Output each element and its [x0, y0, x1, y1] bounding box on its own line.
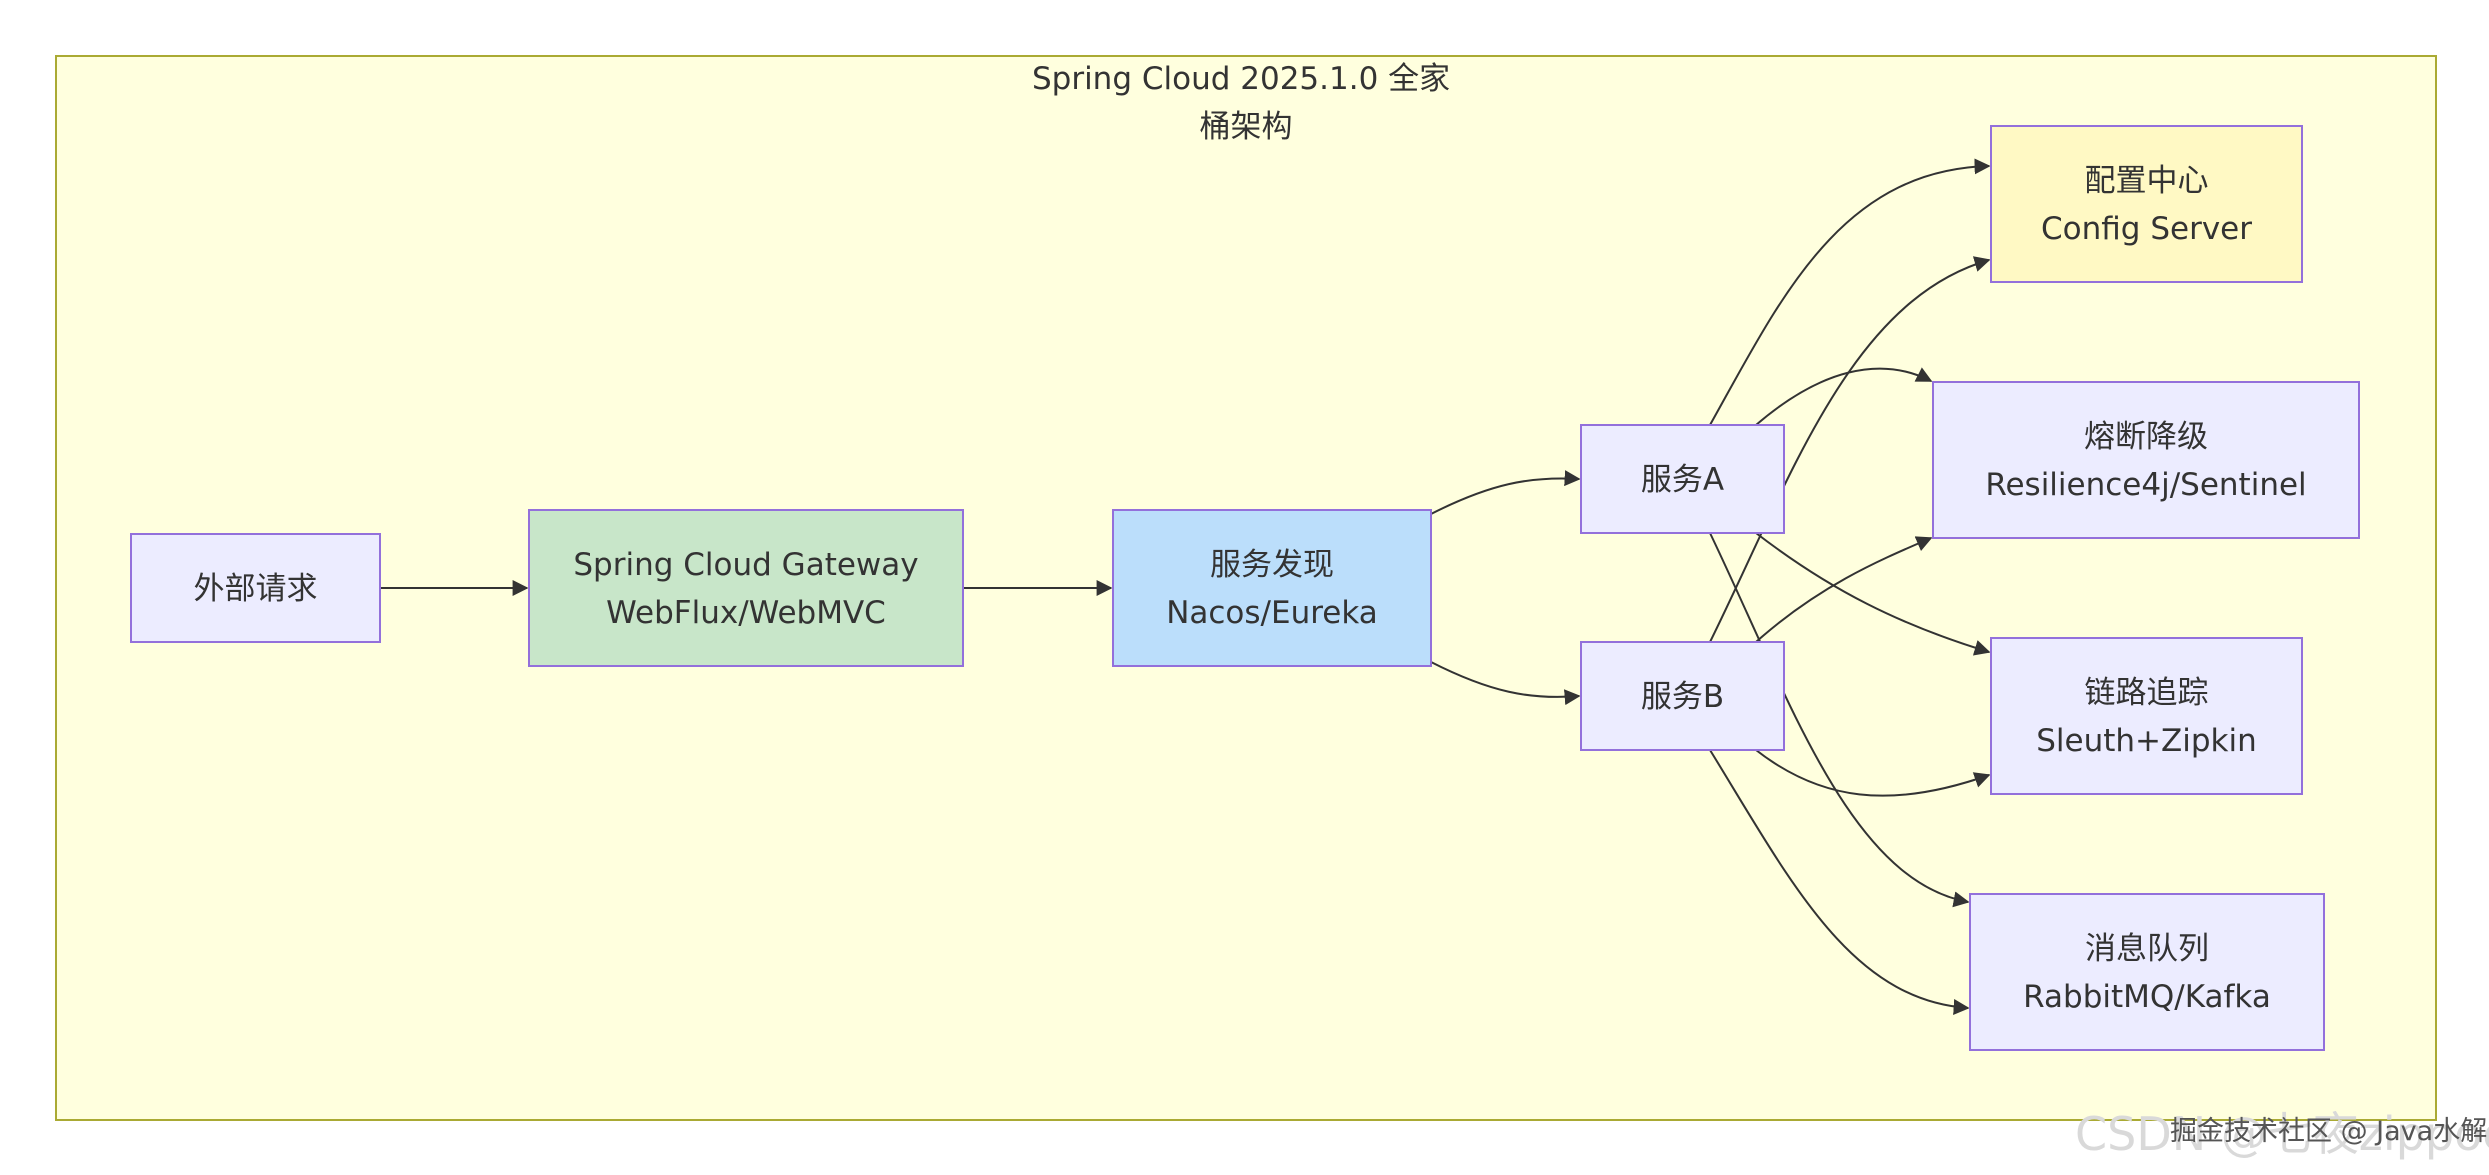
node-discovery-label-1: 服务发现	[1210, 547, 1334, 583]
node-svcB-label-1: 服务B	[1641, 679, 1724, 715]
diagram-title-line-1: Spring Cloud 2025.1.0 全家	[1032, 61, 1450, 97]
node-discovery-box	[1112, 509, 1432, 667]
node-resil-box	[1932, 381, 2360, 539]
edge-svcB-to-config	[1709, 256, 1991, 643]
edge-svcA-to-config	[1709, 158, 1991, 426]
node-svcA: 服务A	[1580, 424, 1785, 534]
node-gateway-box	[528, 509, 964, 667]
node-mq-label-1: 消息队列	[2085, 931, 2209, 967]
node-config-label-2: Config Server	[2041, 211, 2252, 247]
node-svcA-box	[1580, 424, 1785, 534]
node-trace-label-2: Sleuth+Zipkin	[2036, 723, 2257, 759]
node-config: 配置中心 Config Server	[1990, 125, 2303, 283]
edge-svcA-to-mq	[1709, 532, 1970, 908]
edge-svcB-to-mq	[1709, 749, 1970, 1015]
node-resil-label-2: Resilience4j/Sentinel	[1985, 467, 2306, 503]
edge-discovery-to-svcB	[1430, 661, 1581, 706]
diagram-title: Spring Cloud 2025.1.0 全家 桶架构	[1032, 61, 1460, 145]
node-gateway-label-2: WebFlux/WebMVC	[606, 595, 886, 631]
edge-svcB-to-resil	[1755, 536, 1933, 643]
diagram-title-line-2: 桶架构	[1200, 109, 1293, 145]
node-resil-label-1: 熔断降级	[2084, 419, 2208, 455]
watermark-back: CSDN @七夜zippoe	[2075, 1107, 2489, 1161]
node-mq-box	[1969, 893, 2325, 1051]
edge-svcB-to-trace	[1755, 749, 1991, 797]
node-mq-label-2: RabbitMQ/Kafka	[2023, 979, 2271, 1015]
node-discovery: 服务发现 Nacos/Eureka	[1112, 509, 1432, 667]
node-gateway-label-1: Spring Cloud Gateway	[573, 547, 918, 583]
node-trace-box	[1990, 637, 2303, 795]
node-svcB-box	[1580, 641, 1785, 751]
node-trace: 链路追踪 Sleuth+Zipkin	[1990, 637, 2303, 795]
node-svcA-label-1: 服务A	[1641, 462, 1724, 498]
node-client: 外部请求	[130, 533, 381, 643]
node-config-label-1: 配置中心	[2085, 163, 2209, 199]
edge-svcA-to-trace	[1755, 532, 1991, 656]
edges-layer	[380, 158, 1991, 1015]
watermark-front: 掘金技术社区 @ Java水解	[2170, 1116, 2487, 1147]
node-svcB: 服务B	[1580, 641, 1785, 751]
node-discovery-label-2: Nacos/Eureka	[1166, 595, 1378, 631]
node-mq: 消息队列 RabbitMQ/Kafka	[1969, 893, 2325, 1051]
node-client-box	[130, 533, 381, 643]
edge-discovery-to-svcA	[1430, 470, 1581, 515]
node-config-box	[1990, 125, 2303, 283]
node-trace-label-1: 链路追踪	[2085, 675, 2209, 711]
node-resil: 熔断降级 Resilience4j/Sentinel	[1932, 381, 2360, 539]
node-client-label-1: 外部请求	[194, 571, 318, 607]
